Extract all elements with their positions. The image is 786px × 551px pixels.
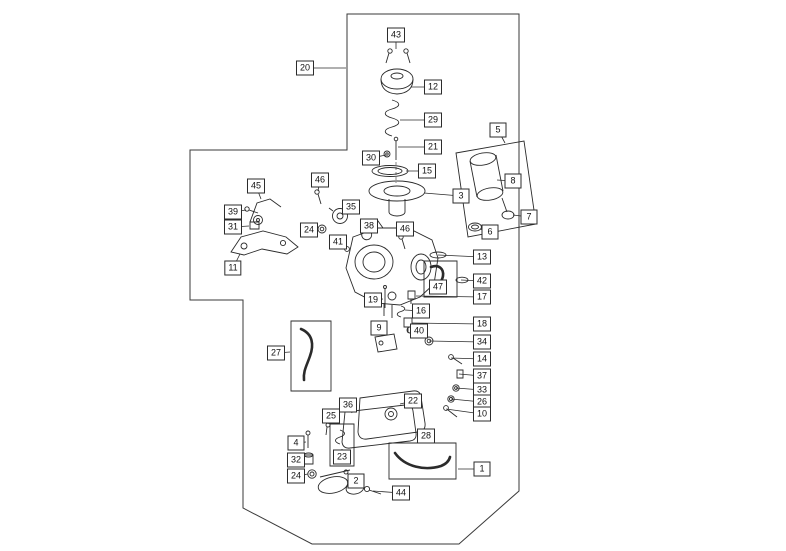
leader-line-37 <box>458 373 483 377</box>
leader-line-8 <box>496 179 514 182</box>
leader-line-7 <box>512 214 530 218</box>
leader-line-24 <box>308 228 319 231</box>
leader-line-4 <box>295 441 307 444</box>
bowl-gasket <box>341 404 417 449</box>
throttle-lever <box>249 198 282 225</box>
leader-line-24 <box>295 473 309 477</box>
jet-needle <box>393 136 399 160</box>
leader-lines <box>232 35 530 494</box>
mounting-bracket <box>230 230 299 256</box>
cover-screws <box>385 48 411 64</box>
spring-23 <box>335 429 345 445</box>
leader-line-22 <box>399 400 414 405</box>
screw-10 <box>443 405 458 418</box>
ball-41 <box>344 246 350 252</box>
screw-14 <box>448 354 463 365</box>
leader-line-19 <box>372 298 384 301</box>
leader-line-42 <box>460 279 483 282</box>
leader-line-46 <box>401 228 406 237</box>
leader-line-11 <box>232 253 241 269</box>
leader-line-39 <box>232 209 247 213</box>
slide-assembly <box>368 180 426 217</box>
choke-plunger <box>501 197 515 220</box>
screw-46-left <box>314 189 322 205</box>
leader-line-45 <box>255 185 262 200</box>
dome-cover <box>380 68 414 95</box>
diaphragm-ring <box>371 165 409 177</box>
drain-hose-28 <box>393 451 452 470</box>
leader-line-46 <box>317 179 321 192</box>
main-jet-18 <box>403 317 413 333</box>
hose-box-27 <box>290 320 332 392</box>
leader-line-5 <box>497 129 506 144</box>
leader-line-38 <box>365 225 370 232</box>
leader-line-16 <box>404 309 422 312</box>
leader-line-6 <box>479 228 491 233</box>
pump-cover <box>328 207 352 224</box>
slide-spring <box>384 99 400 137</box>
spring-box-23 <box>329 423 355 467</box>
float-2 <box>317 469 365 495</box>
diagram-outline <box>189 13 520 545</box>
needle-clip <box>383 150 391 158</box>
screw-25 <box>325 422 331 436</box>
valve-seat-32 <box>303 452 314 465</box>
leader-line-30 <box>370 154 387 159</box>
choke-oring <box>468 222 482 232</box>
leader-line-17 <box>415 295 483 298</box>
fuel-hose-27 <box>299 327 314 382</box>
leader-line-10 <box>445 408 483 415</box>
screw-46-right <box>398 234 406 250</box>
leader-line-31 <box>232 225 250 228</box>
jet-37 <box>456 369 464 379</box>
float-valve-4 <box>305 430 311 448</box>
leader-line-27 <box>275 351 291 354</box>
hose-box-28 <box>388 442 457 480</box>
leader-line-25 <box>327 415 332 425</box>
leader-line-14 <box>450 357 483 360</box>
leader-line-33 <box>455 387 483 391</box>
needle-jet-17 <box>407 290 416 304</box>
leader-line-40 <box>409 329 420 332</box>
screw-39 <box>244 206 259 214</box>
oring-24-lower <box>307 469 317 479</box>
leader-line-34 <box>428 340 483 343</box>
float-bowl <box>357 390 426 440</box>
washer-31 <box>249 221 260 230</box>
leader-line-32 <box>295 458 305 461</box>
leader-line-18 <box>411 322 483 325</box>
leader-line-41 <box>337 241 347 248</box>
leader-line-26 <box>450 398 483 403</box>
leader-line-3 <box>423 192 462 197</box>
float-needle-19 <box>383 285 387 308</box>
bracket-9 <box>374 333 398 353</box>
spring-16 <box>396 305 406 318</box>
leader-line-9 <box>378 327 384 337</box>
choke-unit <box>469 152 504 201</box>
drain-screw-44 <box>363 485 382 495</box>
oring-24-upper <box>317 224 327 234</box>
